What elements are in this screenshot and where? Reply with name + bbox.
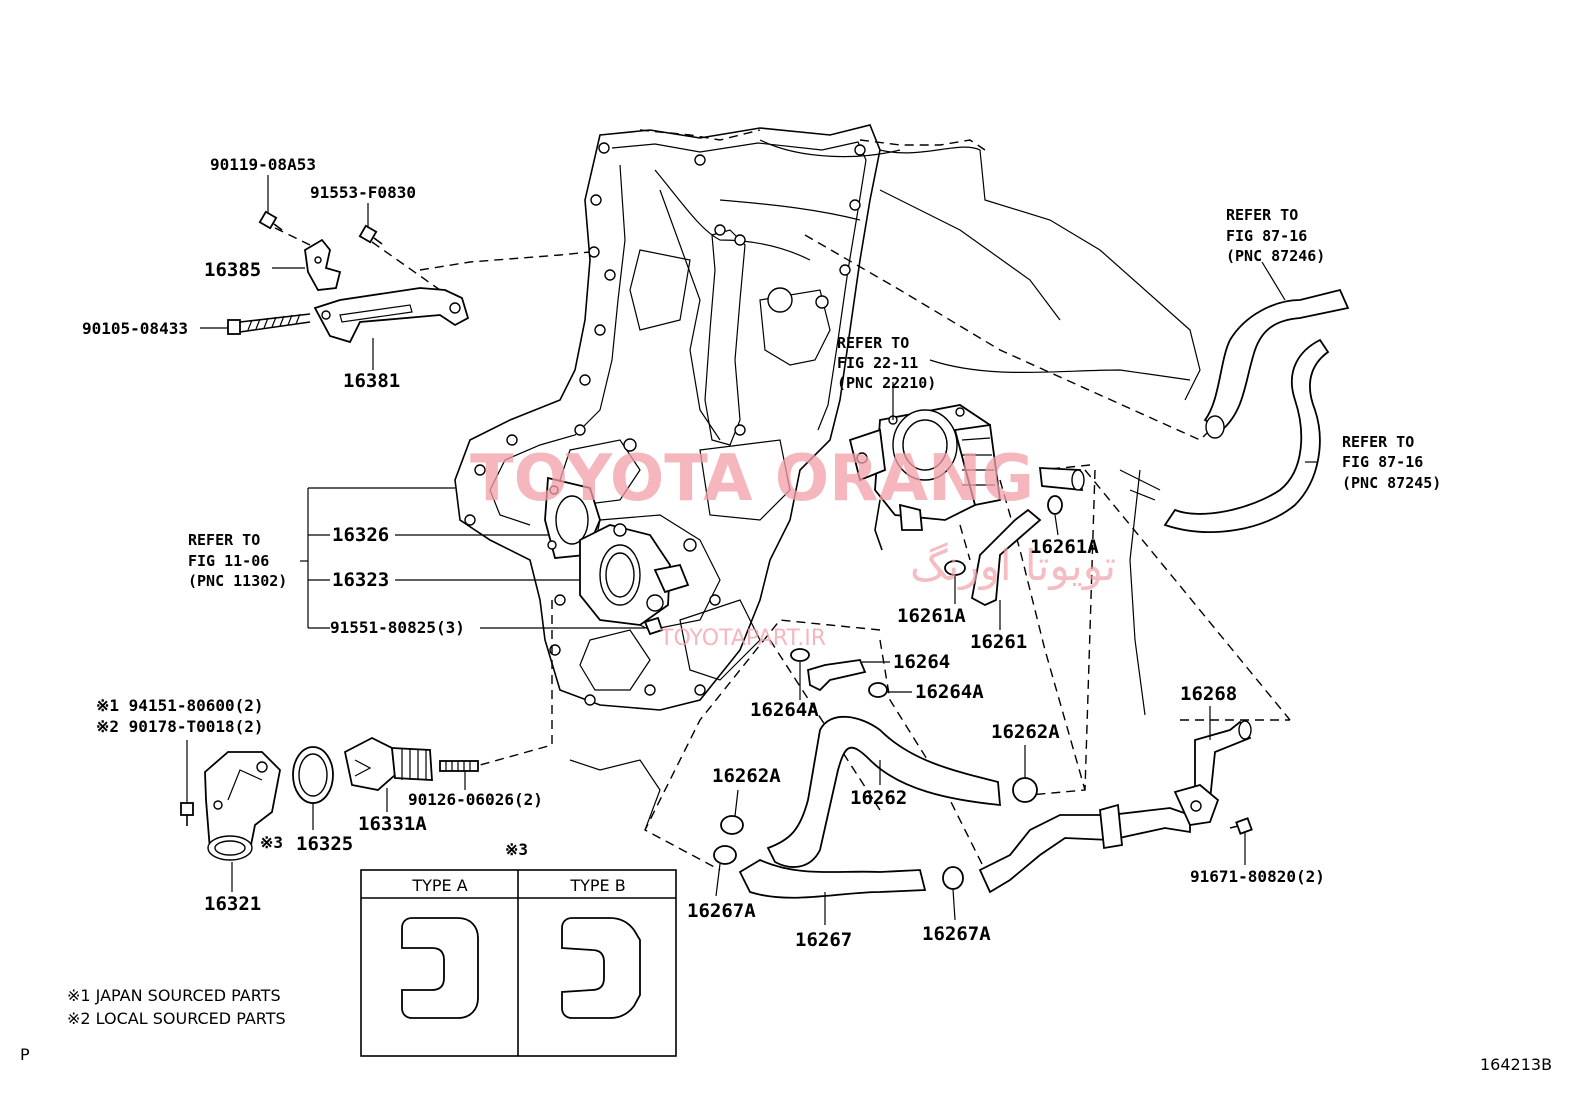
ref-22210: REFER TO FIG 22-11 (PNC 22210) — [837, 334, 936, 392]
water-pipe — [978, 803, 1191, 894]
corner-code-left: P — [20, 1045, 30, 1064]
label-mark3-part: ※3 — [260, 833, 283, 852]
label-16326: 16326 — [332, 524, 389, 546]
ref-87246-line3: (PNC 87246) — [1226, 247, 1325, 265]
bracket-16385 — [304, 238, 342, 291]
label-91551-80825: 91551-80825(3) — [330, 618, 465, 637]
label-16321: 16321 — [204, 893, 261, 915]
label-16264A-left: 16264A — [750, 699, 819, 721]
label-91671-80820: 91671-80820(2) — [1190, 867, 1325, 886]
bracket-assembly — [227, 210, 470, 344]
label-16381: 16381 — [343, 370, 400, 392]
label-mark3-table: ※3 — [505, 840, 528, 859]
label-16264A-right: 16264A — [915, 681, 984, 703]
ref-11302-line2: FIG 11-06 — [188, 552, 269, 570]
label-90126-06026: 90126-06026(2) — [408, 790, 543, 809]
label-90105-08433: 90105-08433 — [82, 319, 188, 338]
watermark: TOYOTA ORANG تويوتا اورنگ TOYOTAPART.IR — [470, 442, 1116, 651]
hose-16261 — [970, 508, 1042, 607]
bolt-90119-08A53 — [258, 210, 283, 231]
ref-87245-line3: (PNC 87245) — [1342, 474, 1441, 492]
phantom-lines — [274, 129, 1291, 871]
table-header-type-b: TYPE B — [569, 876, 625, 895]
label-91553-F0830: 91553-F0830 — [310, 183, 416, 202]
ref-22210-line2: FIG 22-11 — [837, 354, 918, 372]
ref-22210-line1: REFER TO — [837, 334, 909, 352]
footnote-local-sourced: ※2 LOCAL SOURCED PARTS — [67, 1009, 286, 1028]
label-16267: 16267 — [795, 929, 852, 951]
ref-87245: REFER TO FIG 87-16 (PNC 87245) — [1342, 433, 1441, 492]
label-16262A-left: 16262A — [712, 765, 781, 787]
leader-lines — [186, 175, 1318, 925]
ref-87246-line1: REFER TO — [1226, 206, 1298, 224]
label-16325: 16325 — [296, 833, 353, 855]
label-16262: 16262 — [850, 787, 907, 809]
label-16323: 16323 — [332, 569, 389, 591]
table-header-type-a: TYPE A — [411, 876, 467, 895]
ref-22210-line3: (PNC 22210) — [837, 374, 936, 392]
bolt-90105-08433 — [227, 313, 311, 335]
label-16264: 16264 — [893, 651, 950, 673]
footnotes: ※1 JAPAN SOURCED PARTS ※2 LOCAL SOURCED … — [20, 986, 1552, 1074]
label-16385: 16385 — [204, 259, 261, 281]
label-16267A-right: 16267A — [922, 923, 991, 945]
watermark-arabic: تويوتا اورنگ — [910, 541, 1116, 590]
watermark-url: TOYOTAPART.IR — [659, 626, 826, 651]
water-inlet-parts — [180, 476, 690, 861]
label-90178-T0018: ※2 90178-T0018(2) — [96, 717, 264, 736]
ref-11302: REFER TO FIG 11-06 (PNC 11302) — [188, 531, 287, 590]
ref-87246-line2: FIG 87-16 — [1226, 227, 1307, 245]
bolt-91553-F0830 — [358, 224, 383, 245]
throttle-outlet-pipe — [1038, 467, 1085, 492]
bolt-94151-80600 — [180, 802, 194, 826]
reference-notes: REFER TO FIG 87-16 (PNC 87246) REFER TO … — [188, 206, 1441, 590]
clamp-16262A — [720, 777, 1038, 835]
ref-87246: REFER TO FIG 87-16 (PNC 87246) — [1226, 206, 1325, 265]
clamp-16261A — [944, 495, 1063, 576]
figure-code: 164213B — [1480, 1055, 1552, 1074]
ref-11302-line1: REFER TO — [188, 531, 260, 549]
gasket-type-table: TYPE A TYPE B — [360, 869, 677, 1057]
throttle-body-and-hoses — [713, 288, 1350, 899]
hose-16267 — [738, 858, 927, 899]
gasket-type-a-shape — [401, 917, 479, 1019]
gasket-type-b-shape — [561, 917, 641, 1019]
ref-11302-line3: (PNC 11302) — [188, 572, 287, 590]
radiator-hose-87246 — [1203, 288, 1350, 439]
label-16261A-left: 16261A — [897, 605, 966, 627]
bolt-91671-80820 — [1229, 817, 1253, 835]
water-inlet-housing-16323 — [579, 523, 690, 636]
watermark-brand: TOYOTA ORANG — [470, 442, 1034, 516]
ref-87245-line1: REFER TO — [1342, 433, 1414, 451]
bracket-water-pipe — [1173, 784, 1220, 826]
label-16267A-left: 16267A — [687, 900, 756, 922]
part-labels: 90119-08A53 91553-F0830 16385 90105-0843… — [82, 155, 1325, 951]
label-16262A-right: 16262A — [991, 721, 1060, 743]
hose-16264 — [790, 648, 888, 698]
water-inlet-16321 — [204, 751, 281, 861]
radiator-hose-87245 — [1163, 338, 1330, 533]
label-16261: 16261 — [970, 631, 1027, 653]
clamp-16267A — [713, 845, 964, 890]
throttle-body — [848, 404, 1002, 551]
timing-chain-cover — [454, 124, 1201, 831]
stud-90126-06026 — [439, 760, 479, 772]
hose-16262 — [766, 715, 1001, 868]
label-16261A-right: 16261A — [1030, 536, 1099, 558]
label-90119-08A53: 90119-08A53 — [210, 155, 316, 174]
label-94151-80600: ※1 94151-80600(2) — [96, 696, 264, 715]
thermostat-16331A — [343, 736, 433, 791]
label-16268: 16268 — [1180, 683, 1237, 705]
label-16331A: 16331A — [358, 813, 427, 835]
ref-87245-line2: FIG 87-16 — [1342, 453, 1423, 471]
gasket-16325 — [292, 746, 334, 804]
footnote-japan-sourced: ※1 JAPAN SOURCED PARTS — [67, 986, 281, 1005]
